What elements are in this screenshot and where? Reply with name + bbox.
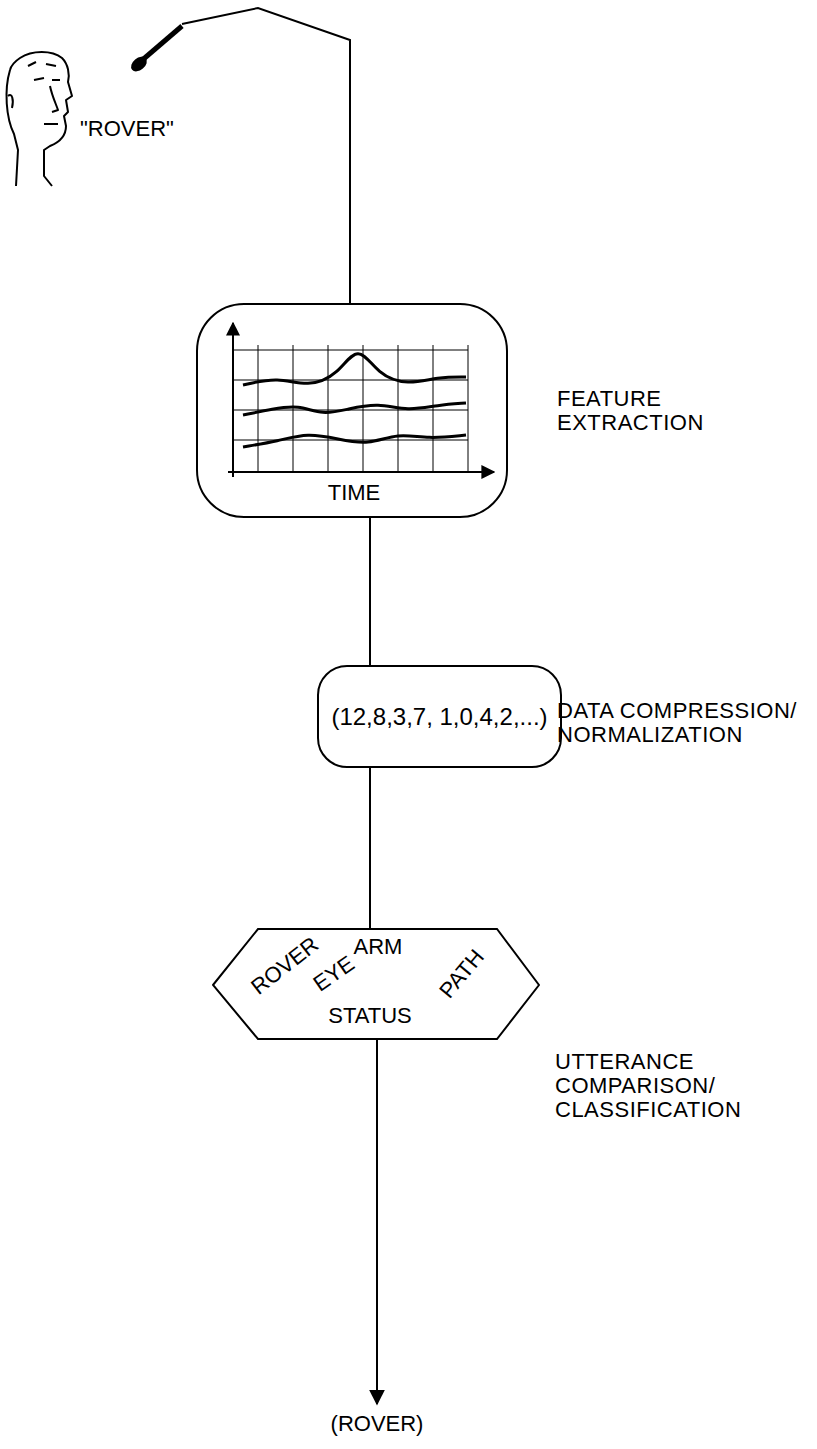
vocabulary-word: ARM bbox=[354, 935, 403, 959]
stage-title: DATA COMPRESSION/ NORMALIZATION bbox=[557, 699, 807, 747]
data-compression-box: (12,8,3,7, 1,0,4,2,...)DATA COMPRESSION/… bbox=[317, 665, 562, 768]
stage-title: FEATURE EXTRACTION bbox=[557, 387, 757, 435]
feature-extraction-box: TIMEFEATURE EXTRACTION bbox=[196, 303, 508, 518]
recognized-word: (ROVER) bbox=[331, 1411, 424, 1437]
signal-line bbox=[369, 768, 371, 928]
speaker-head bbox=[7, 52, 72, 186]
stage-title: UTTERANCE COMPARISON/ CLASSIFICATION bbox=[555, 1050, 805, 1123]
axis-label: TIME bbox=[328, 481, 381, 505]
classification-hexagon: ROVERARMEYEPATHSTATUSUTTERANCE COMPARISO… bbox=[212, 928, 540, 1040]
vocabulary-word: STATUS bbox=[328, 1004, 412, 1028]
signal-line bbox=[369, 518, 371, 665]
spoken-word: "ROVER" bbox=[80, 116, 174, 142]
feature-vector: (12,8,3,7, 1,0,4,2,...) bbox=[331, 703, 547, 731]
microphone bbox=[128, 26, 182, 74]
output-arrow bbox=[376, 1040, 378, 1404]
microphone-cable bbox=[182, 8, 350, 303]
